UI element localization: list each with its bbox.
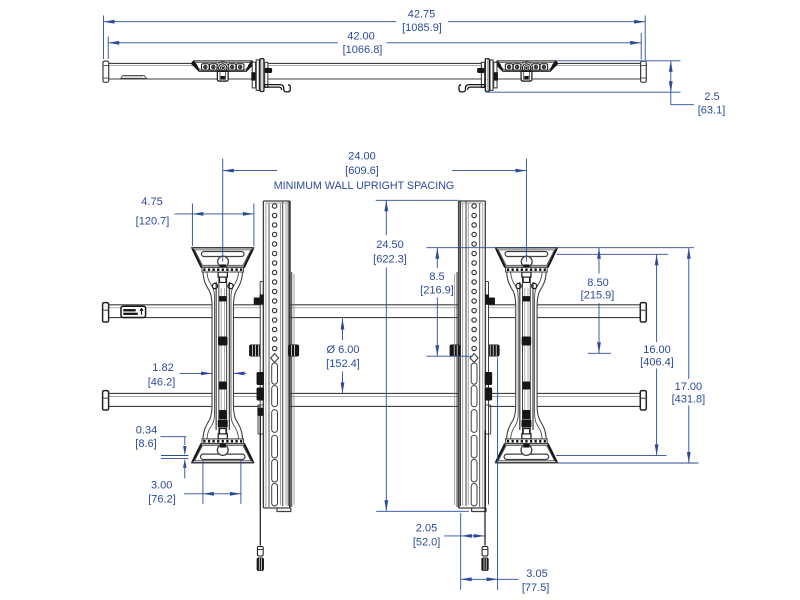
svg-text:[215.9]: [215.9] (581, 289, 615, 301)
svg-text:1.82: 1.82 (152, 362, 173, 374)
svg-text:4.75: 4.75 (141, 196, 162, 208)
svg-text:[1085.9]: [1085.9] (402, 22, 442, 34)
svg-text:3.05: 3.05 (526, 568, 547, 580)
svg-text:[8.6]: [8.6] (135, 438, 156, 450)
svg-text:[431.8]: [431.8] (672, 394, 706, 406)
svg-text:8.5: 8.5 (429, 271, 444, 283)
svg-text:[622.3]: [622.3] (373, 253, 407, 265)
svg-text:24.50: 24.50 (376, 239, 404, 251)
svg-text:2.05: 2.05 (416, 522, 437, 534)
svg-text:42.75: 42.75 (408, 8, 436, 20)
svg-text:[216.9]: [216.9] (420, 284, 454, 296)
svg-text:42.00: 42.00 (347, 31, 375, 43)
svg-text:[152.4]: [152.4] (326, 358, 360, 370)
svg-text:MINIMUM WALL UPRIGHT SPACING: MINIMUM WALL UPRIGHT SPACING (274, 180, 455, 192)
svg-text:[52.0]: [52.0] (413, 537, 441, 549)
svg-text:[609.6]: [609.6] (345, 165, 379, 177)
svg-text:[1066.8]: [1066.8] (343, 44, 383, 56)
svg-text:24.00: 24.00 (348, 150, 376, 162)
svg-text:[406.4]: [406.4] (640, 357, 674, 369)
svg-text:[77.5]: [77.5] (522, 582, 550, 594)
svg-text:16.00: 16.00 (643, 344, 671, 356)
svg-text:3.00: 3.00 (151, 480, 172, 492)
svg-text:2.5: 2.5 (704, 91, 719, 103)
svg-text:Ø 6.00: Ø 6.00 (326, 344, 359, 356)
svg-text:0.34: 0.34 (136, 424, 157, 436)
svg-text:[120.7]: [120.7] (136, 216, 170, 228)
svg-text:[46.2]: [46.2] (148, 376, 176, 388)
svg-text:17.00: 17.00 (675, 381, 703, 393)
svg-text:8.50: 8.50 (587, 277, 608, 289)
svg-text:[63.1]: [63.1] (698, 105, 726, 117)
svg-text:[76.2]: [76.2] (148, 493, 176, 505)
